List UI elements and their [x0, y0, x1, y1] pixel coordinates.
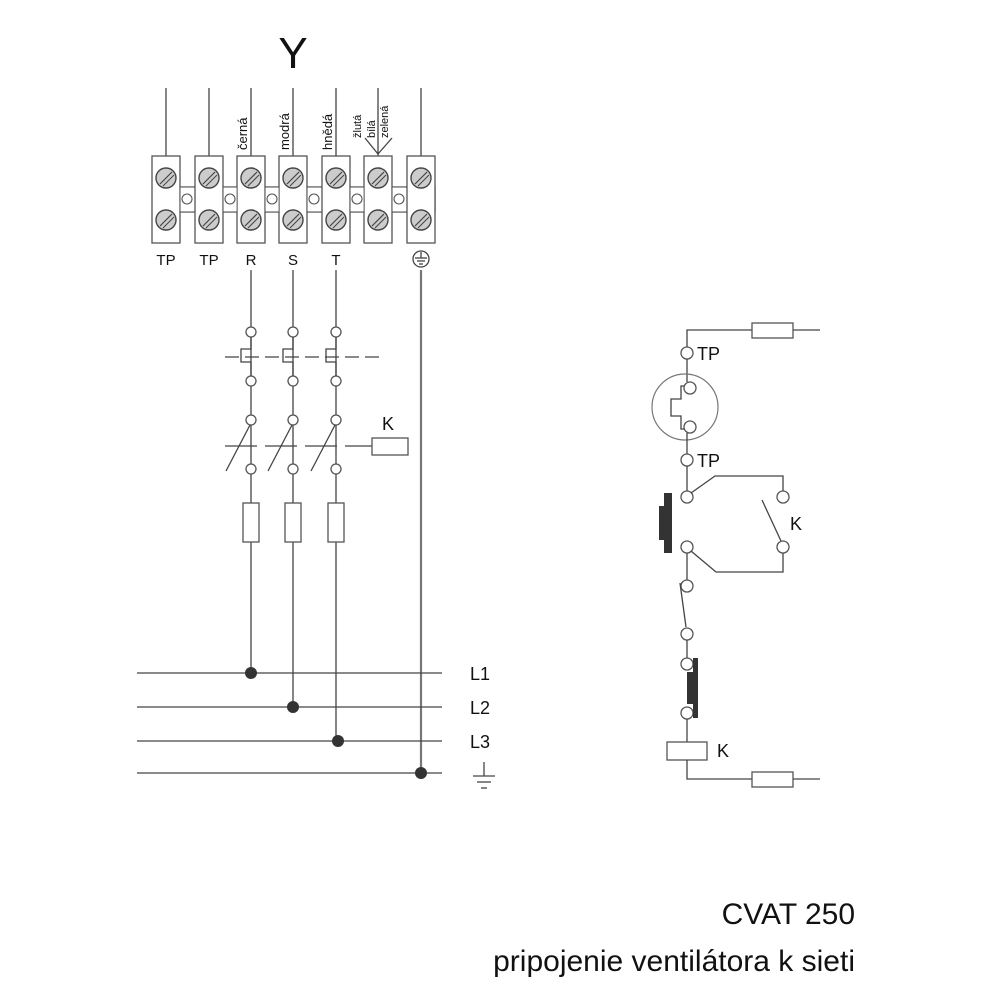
supply-bus: L1 L2 L3	[137, 664, 495, 789]
screw-icon	[240, 167, 262, 189]
diagram-caption: pripojenie ventilátora k sieti	[493, 945, 855, 978]
stop-button-icon	[693, 658, 698, 718]
control-tp-top-label: TP	[697, 344, 720, 364]
control-circuit: TP TP K K	[651, 322, 820, 788]
diagram-title: Y	[278, 29, 307, 78]
wire-label-zluta: žlutá	[352, 114, 364, 138]
screw-icon	[367, 167, 389, 189]
wire-label-cerna: černá	[235, 117, 250, 150]
terminal-block	[151, 155, 436, 244]
control-fuse-top	[751, 322, 794, 339]
terminal-label-tp1: TP	[156, 252, 175, 269]
screw-icon	[155, 209, 177, 231]
wire-color-labels: černá modrá hnědá žlutá bílá zelená	[235, 105, 391, 150]
ground-symbol-icon	[412, 250, 430, 268]
wire-label-bila: bílá	[366, 119, 378, 138]
screw-icon	[198, 209, 220, 231]
start-button-icon	[664, 493, 672, 553]
control-coil-k	[666, 741, 708, 761]
terminal-labels: TP TP R S T	[156, 252, 340, 269]
wire-label-modra: modrá	[277, 112, 292, 150]
wire-label-hneda: hnědá	[320, 113, 335, 150]
control-tp-bottom-label: TP	[697, 451, 720, 471]
screw-icon	[410, 167, 432, 189]
screw-icon	[282, 167, 304, 189]
bus-label-l2: L2	[470, 698, 490, 718]
control-k-contact-label: K	[790, 514, 802, 534]
contactor-main-contacts	[225, 414, 372, 475]
screw-icon	[410, 209, 432, 231]
thermal-protector-icon	[651, 373, 719, 441]
thermal-relay-contacts	[225, 326, 380, 387]
bus-label-l3: L3	[470, 732, 490, 752]
screw-icon	[240, 209, 262, 231]
fuse	[284, 502, 302, 543]
screw-icon	[282, 209, 304, 231]
earth-ground-icon	[473, 762, 495, 789]
terminal-label-s: S	[288, 252, 298, 269]
screw-icon	[325, 209, 347, 231]
wire-label-zelena: zelená	[379, 105, 391, 138]
fuse	[327, 502, 345, 543]
terminal-label-t: T	[331, 252, 340, 269]
screw-icon	[367, 209, 389, 231]
screw-icon	[155, 167, 177, 189]
fuses	[242, 502, 345, 543]
incoming-wires	[165, 88, 422, 156]
terminal-label-tp2: TP	[199, 252, 218, 269]
screw-icon	[198, 167, 220, 189]
bus-label-l1: L1	[470, 664, 490, 684]
fuse	[242, 502, 260, 543]
model-name: CVAT 250	[722, 898, 855, 931]
contactor-label: K	[382, 414, 394, 434]
control-k-coil-label: K	[717, 741, 729, 761]
contactor-coil-k: K	[371, 414, 409, 456]
terminal-label-r: R	[246, 252, 257, 269]
screw-icon	[325, 167, 347, 189]
control-fuse-bottom	[751, 771, 794, 788]
